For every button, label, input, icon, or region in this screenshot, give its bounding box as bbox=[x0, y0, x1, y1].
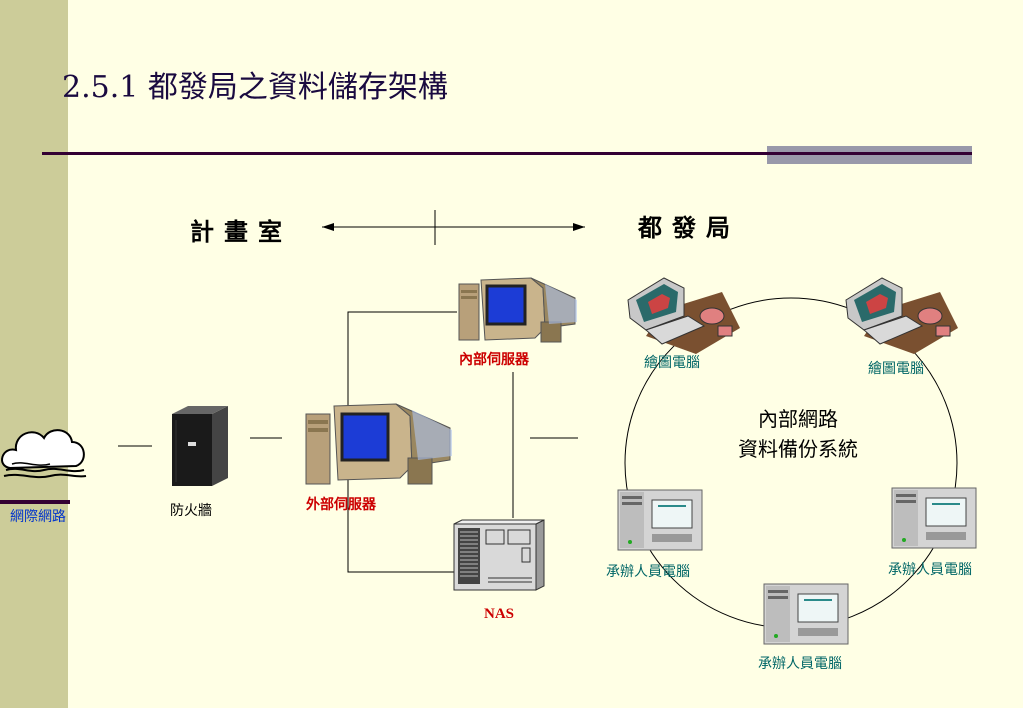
staff-pc-1-label: 承辦人員電腦 bbox=[606, 564, 690, 580]
internet-underline bbox=[0, 500, 70, 504]
section-arrow-left-head bbox=[322, 223, 334, 231]
staff-pc-icon bbox=[891, 487, 977, 549]
cad-workstation-icon bbox=[845, 277, 958, 354]
staff-pc-icon bbox=[763, 583, 849, 645]
staff-pc-icon bbox=[617, 489, 703, 551]
internal-server-icon bbox=[458, 277, 577, 343]
title-divider bbox=[42, 152, 972, 155]
staff-pc-3-label: 承辦人員電腦 bbox=[758, 656, 842, 672]
lan-caption-line1: 內部網路 bbox=[758, 407, 838, 431]
firewall-icon bbox=[172, 406, 228, 486]
nas-icon bbox=[453, 519, 545, 591]
section-urban-bureau: 都發局 bbox=[638, 213, 740, 242]
page-title: 2.5.1 都發局之資料儲存架構 bbox=[62, 70, 448, 105]
cad-pc-1-label: 繪圖電腦 bbox=[644, 355, 700, 371]
internet-label: 網際網路 bbox=[10, 509, 66, 525]
firewall-label: 防火牆 bbox=[170, 503, 212, 519]
sidebar-band bbox=[0, 0, 68, 708]
lan-caption-line2: 資料備份系統 bbox=[738, 437, 858, 461]
cad-pc-2-label: 繪圖電腦 bbox=[868, 361, 924, 377]
external-server-label: 外部伺服器 bbox=[306, 497, 376, 513]
nas-label: NAS bbox=[484, 606, 515, 622]
cad-workstation-icon bbox=[627, 277, 740, 354]
cloud-icon bbox=[1, 429, 87, 479]
internal-server-label: 內部伺服器 bbox=[459, 352, 529, 368]
section-arrow-right-head bbox=[573, 223, 585, 231]
staff-pc-2-label: 承辦人員電腦 bbox=[888, 562, 972, 578]
section-planning-office: 計畫室 bbox=[190, 217, 292, 246]
title-divider-accent bbox=[767, 146, 972, 164]
lan-caption: 內部網路 資料備份系統 bbox=[716, 404, 880, 464]
external-server-icon bbox=[305, 403, 452, 485]
